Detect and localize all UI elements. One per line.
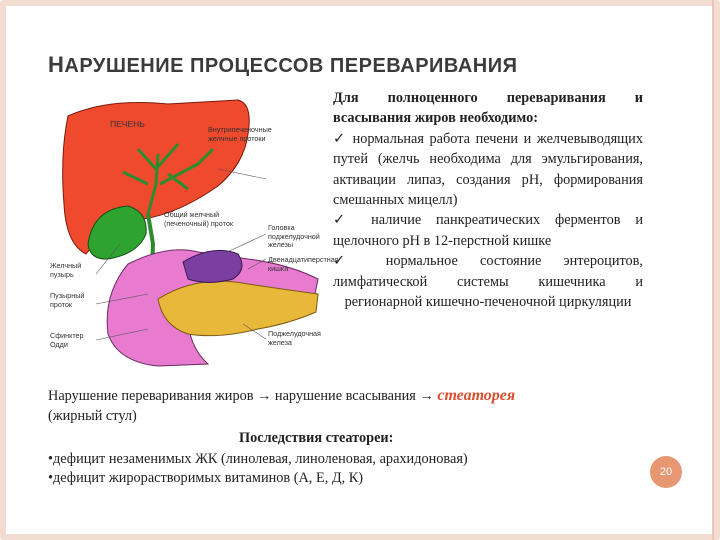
consequences-list: •дефицит незаменимых ЖК (линолевая, лино… [48, 450, 468, 488]
slide-border-line [712, 0, 714, 540]
check-icon: ✓ [333, 130, 347, 147]
requirements-text: Для полноценного переваривания и всасыва… [333, 88, 643, 312]
requirement-item-3-text: нормальное состояние энтероцитов, лимфат… [333, 253, 644, 311]
requirement-item-2: ✓ наличие панкреатических ферментов и ще… [333, 210, 643, 251]
requirement-item-3: ✓ нормальное состояние энтероцитов, лимф… [333, 251, 643, 312]
pointer-lines [95, 168, 267, 341]
anatomy-illustration [62, 99, 319, 367]
requirement-item-2-text: наличие панкреатических ферментов и щело… [333, 212, 644, 249]
label-intrahepatic-ducts: Внутрипеченочные желчные протоки [208, 125, 272, 143]
page-number-badge: 20 [650, 456, 682, 488]
label-liver: ПЕЧЕНЬ [110, 119, 145, 129]
label-gallbladder: Желчный пузырь [50, 261, 82, 279]
digestive-anatomy-diagram: ПЕЧЕНЬ Внутрипеченочные желчные протоки … [48, 94, 339, 374]
label-cystic-duct: Пузырный проток [50, 291, 85, 309]
requirements-intro: Для полноценного переваривания и всасыва… [333, 90, 643, 127]
summary-text: Нарушение переваривания жиров → нарушени… [48, 386, 608, 426]
label-common-duct: Общий желчный (печеночный) проток [164, 210, 233, 228]
requirement-item-1-text: нормальная работа печени и желчевыводящи… [333, 130, 643, 209]
consequence-item: •дефицит незаменимых ЖК (линолевая, лино… [48, 451, 468, 467]
title-rest: АРУШЕНИЕ ПРОЦЕССОВ ПЕРЕВАРИВАНИЯ [64, 55, 518, 77]
consequence-item: •дефицит жирорастворимых витаминов (А, Е… [48, 470, 364, 486]
requirement-item-1: ✓ нормальная работа печени и желчевыводя… [333, 129, 643, 211]
slide-title: НАРУШЕНИЕ ПРОЦЕССОВ ПЕРЕВАРИВАНИЯ [48, 52, 518, 78]
hepatic-ducts [122, 143, 215, 215]
label-pancreas-head: Головка поджелудочной железы [268, 223, 320, 249]
summary-line: Нарушение переваривания жиров → нарушени… [48, 388, 434, 404]
summary-note: (жирный стул) [48, 408, 137, 424]
title-first-letter: Н [48, 52, 65, 77]
pancreas-shape [157, 280, 319, 337]
steatorrhea-term: стеаторея [437, 387, 516, 404]
consequences-title: Последствия стеатореи: [239, 430, 394, 446]
label-pancreas: Поджелудочная железа [268, 329, 321, 347]
label-duodenum: Двенадцатиперстная кишка [268, 255, 339, 273]
pancreas-head-shape [182, 249, 243, 283]
check-icon: ✓ [333, 212, 357, 229]
check-icon: ✓ [333, 253, 364, 270]
label-sphincter: Сфинктер Одди [50, 331, 84, 349]
gallbladder-shape [87, 205, 147, 260]
